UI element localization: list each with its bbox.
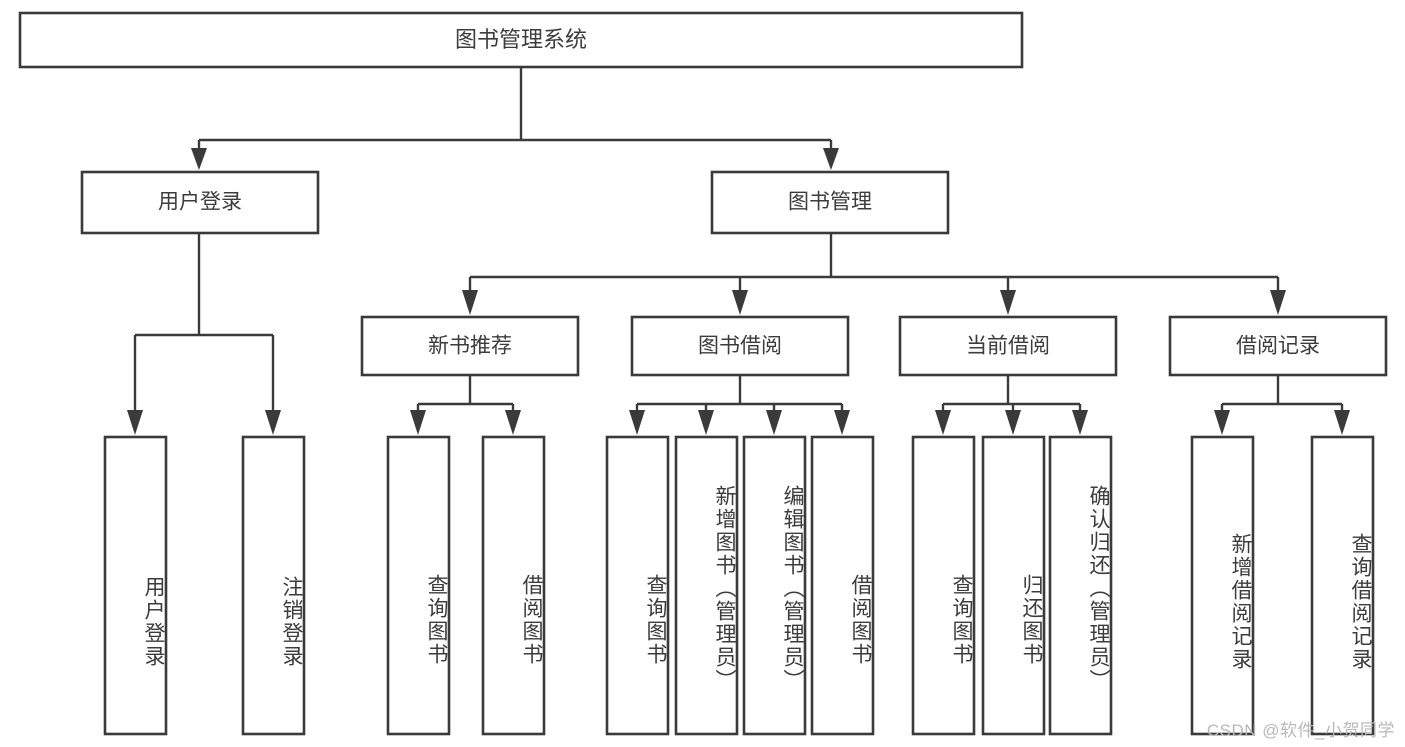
leaf-box-br-add-record[interactable] [1190, 435, 1255, 736]
arrow-head-bb-leaf-3 [766, 410, 782, 435]
node-borrow-records-label: 借阅记录 [1236, 335, 1320, 358]
connector-borrow-records-to-leaves [1214, 375, 1350, 435]
connector-book-borrow-to-leaves [629, 375, 850, 435]
node-current-borrow-box[interactable] [898, 315, 1118, 377]
leaf-box-nb-query-book[interactable] [386, 435, 451, 736]
arrow-head-nb-leaf-1 [410, 410, 426, 435]
leaf-box-bb-add-book[interactable] [674, 435, 739, 736]
node-new-book-box[interactable] [360, 315, 580, 377]
arrow-head-leaf-logout [265, 410, 281, 435]
csdn-watermark: CSDN @软件_小贺同学 [1206, 721, 1395, 740]
leaf-box-bb-edit-book[interactable] [742, 435, 807, 736]
arrow-head-cb-leaf-1 [935, 410, 951, 435]
node-new-book-label: 新书推荐 [428, 335, 512, 358]
connector-book-manage-to-level3 [462, 233, 1286, 315]
connector-current-borrow-to-leaves [935, 375, 1088, 435]
leaf-box-cb-return-book[interactable] [981, 435, 1046, 736]
arrow-head-book-borrow [732, 290, 748, 315]
arrow-head-cb-leaf-3 [1072, 410, 1088, 435]
connector-user-login-to-leaves [127, 233, 281, 435]
node-book-manage-label: 图书管理 [788, 191, 872, 214]
leaf-box-cb-confirm-return[interactable] [1048, 435, 1113, 736]
node-current-borrow-label: 当前借阅 [966, 335, 1050, 358]
arrow-head-nb-leaf-2 [505, 410, 521, 435]
node-book-manage-box[interactable] [710, 170, 950, 235]
arrow-head-bb-leaf-4 [834, 410, 850, 435]
arrow-head-bb-leaf-2 [698, 410, 714, 435]
leaf-box-bb-borrow-book[interactable] [810, 435, 875, 736]
node-book-borrow-label: 图书借阅 [698, 335, 782, 358]
leaf-box-cb-query-book[interactable] [911, 435, 976, 736]
connector-new-book-to-leaves [410, 375, 521, 435]
arrow-head-user-login [191, 148, 207, 170]
node-borrow-records-box[interactable] [1168, 315, 1388, 377]
leaf-box-bb-query-book[interactable] [605, 435, 670, 736]
node-book-borrow-box[interactable] [630, 315, 850, 377]
arrow-head-br-leaf-2 [1334, 410, 1350, 435]
arrow-head-borrow-records [1270, 290, 1286, 315]
node-user-login-box[interactable] [80, 170, 320, 235]
arrow-head-cb-leaf-2 [1005, 410, 1021, 435]
arrow-head-bb-leaf-1 [629, 410, 645, 435]
connector-root-to-level2 [191, 67, 839, 170]
arrow-head-new-book [462, 290, 478, 315]
node-user-login-label: 用户登录 [158, 191, 242, 214]
leaf-box-nb-borrow-book[interactable] [481, 435, 546, 736]
node-root-box[interactable] [18, 11, 1024, 69]
arrow-head-book-manage [823, 148, 839, 170]
arrow-head-current-borrow [1000, 290, 1016, 315]
node-root-label: 图书管理系统 [455, 27, 587, 52]
leaf-box-br-query-record[interactable] [1310, 435, 1375, 736]
leaf-box-logout[interactable] [241, 435, 306, 736]
arrow-head-br-leaf-1 [1214, 410, 1230, 435]
leaf-box-user-login[interactable] [103, 435, 168, 736]
arrow-head-leaf-user-login [127, 410, 143, 435]
